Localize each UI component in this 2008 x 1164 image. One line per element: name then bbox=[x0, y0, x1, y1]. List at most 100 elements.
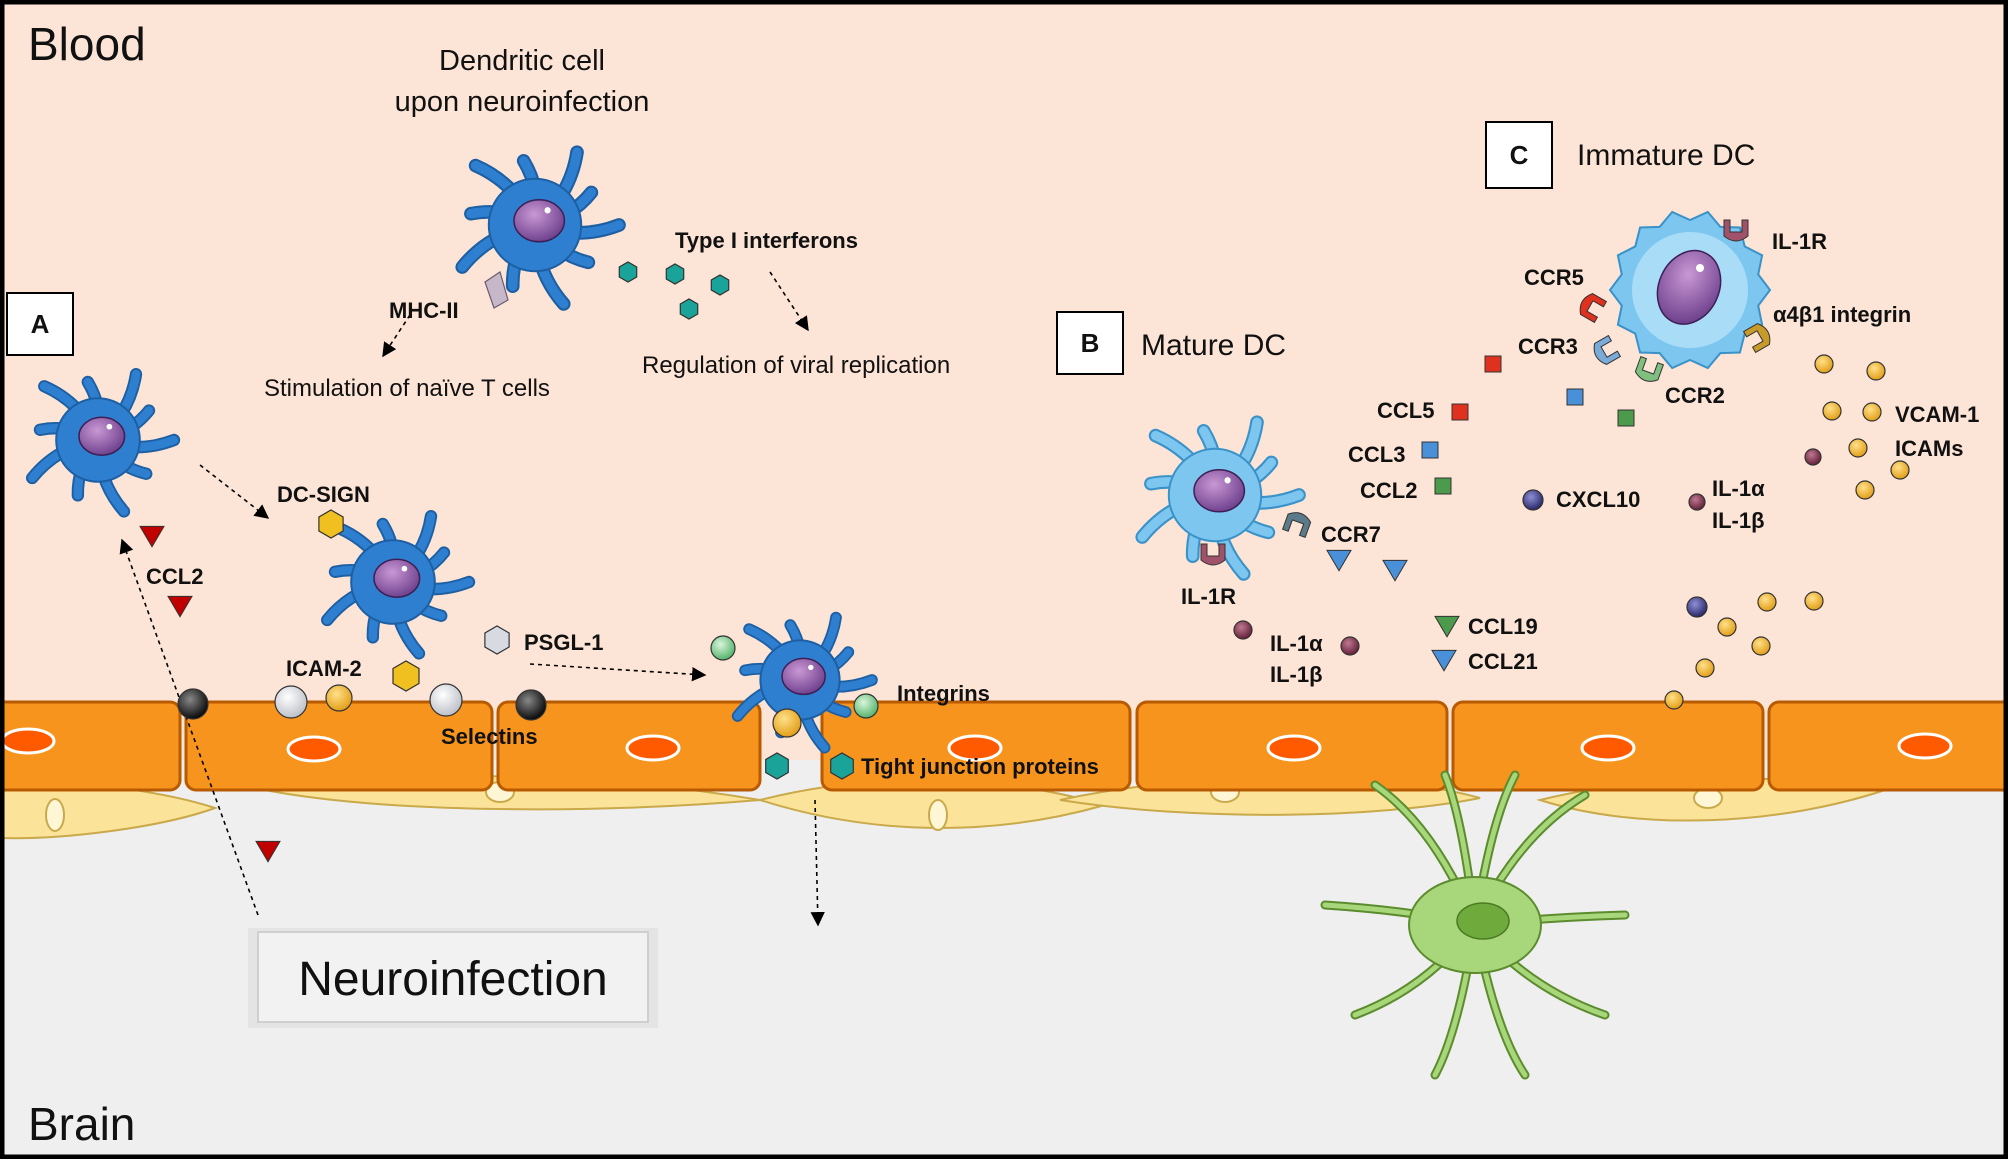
ccl2-square bbox=[1434, 477, 1452, 495]
ccl5-label: CCL5 bbox=[1377, 398, 1434, 423]
panel-c-letter: C bbox=[1510, 140, 1529, 170]
ccl2-triangle bbox=[167, 595, 193, 618]
ccl2-square bbox=[1617, 409, 1635, 427]
integrins-label: Integrins bbox=[897, 681, 990, 706]
selectin-ball bbox=[177, 688, 209, 720]
ccl21-triangle bbox=[1382, 559, 1408, 582]
ccl5-square bbox=[1484, 355, 1502, 373]
integrin-ball bbox=[853, 693, 879, 719]
vcam-icam-ball bbox=[1751, 636, 1771, 656]
il1-ball bbox=[1340, 636, 1360, 656]
ccl2-triangle bbox=[139, 525, 165, 548]
type1-ifn-label: Type I interferons bbox=[675, 228, 858, 253]
a4b1-label: α4β1 integrin bbox=[1773, 302, 1911, 327]
panel-b-box bbox=[1056, 311, 1124, 375]
ccl21-triangle bbox=[1326, 549, 1352, 572]
ccr3-label: CCR3 bbox=[1518, 334, 1578, 359]
interferon-hexagon bbox=[710, 274, 730, 296]
ccr2-receptor bbox=[1634, 355, 1665, 382]
regulation-label: Regulation of viral replication bbox=[642, 352, 950, 379]
a4b1-receptor bbox=[1742, 323, 1771, 354]
ccl2-b-label: CCL2 bbox=[1360, 478, 1417, 503]
panel-b-letter: B bbox=[1081, 328, 1100, 358]
panel-b-title: Mature DC bbox=[1141, 329, 1286, 362]
vcam-icam-ball bbox=[1804, 591, 1824, 611]
icam2-label: ICAM-2 bbox=[286, 656, 362, 681]
header-line1: Dendritic cell bbox=[439, 45, 605, 77]
ccr2-label: CCR2 bbox=[1665, 383, 1725, 408]
ccr7-label: CCR7 bbox=[1321, 522, 1381, 547]
il1b-b-label: IL-1β bbox=[1270, 662, 1323, 687]
dc-a2-cell bbox=[321, 510, 476, 660]
dc-sign-hexagon bbox=[318, 509, 344, 539]
tight-junction-hexagon bbox=[830, 752, 854, 780]
ccl2-triangle bbox=[255, 840, 281, 863]
vcam-icam-ball bbox=[1664, 690, 1684, 710]
brain-label: Brain bbox=[28, 1098, 135, 1150]
ccl21-label: CCL21 bbox=[1468, 649, 1538, 674]
integrin-ball bbox=[710, 635, 736, 661]
ccl3-label: CCL3 bbox=[1348, 442, 1405, 467]
neuroinfection-label: Neuroinfection bbox=[298, 953, 608, 1006]
panel-a-box bbox=[6, 292, 74, 356]
vcam1-label: VCAM-1 bbox=[1895, 402, 1979, 427]
icams-label: ICAMs bbox=[1895, 436, 1963, 461]
cell-group bbox=[26, 145, 1772, 1080]
dc-top-cell bbox=[455, 145, 626, 311]
il1a-c-label: IL-1α bbox=[1712, 476, 1765, 501]
ccl5-square bbox=[1451, 403, 1469, 421]
icam-hexagon bbox=[392, 660, 420, 692]
il1-ball bbox=[1233, 620, 1253, 640]
ccr7-receptor bbox=[1281, 512, 1312, 539]
immature-dc-cell bbox=[1608, 210, 1772, 370]
vcam-icam-ball bbox=[1862, 402, 1882, 422]
arrows bbox=[119, 271, 825, 927]
blood-compartment bbox=[0, 0, 2008, 760]
ccl3-square bbox=[1566, 388, 1584, 406]
interferon-hexagon bbox=[618, 261, 638, 283]
il1r-c-receptor bbox=[1723, 219, 1749, 242]
panel-c-title: Immature DC bbox=[1577, 139, 1755, 172]
vcam-icam-ball bbox=[1848, 438, 1868, 458]
il1r-b-label: IL-1R bbox=[1181, 584, 1236, 609]
mature-dc-cell bbox=[1135, 415, 1306, 581]
vcam-icam-ball bbox=[1855, 480, 1875, 500]
mhc2-receptor bbox=[484, 271, 509, 309]
blood-label: Blood bbox=[28, 18, 146, 70]
selectin-ball bbox=[515, 689, 547, 721]
vcam-icam-ball bbox=[1814, 354, 1834, 374]
cxcl10-label: CXCL10 bbox=[1556, 487, 1640, 512]
il1a-b-label: IL-1α bbox=[1270, 631, 1323, 656]
ccl19-label: CCL19 bbox=[1468, 614, 1538, 639]
psgl1-hexagon bbox=[484, 625, 510, 655]
stimulation-label: Stimulation of naïve T cells bbox=[264, 375, 550, 402]
ccl21-triangle bbox=[1431, 649, 1457, 672]
panel-a-letter: A bbox=[31, 309, 50, 339]
selectin-ball bbox=[429, 683, 463, 717]
il1-ball bbox=[1688, 493, 1706, 511]
il1r-receptor bbox=[1200, 543, 1226, 566]
integrin-ligand-ball bbox=[772, 708, 802, 738]
psgl1-label: PSGL-1 bbox=[524, 630, 603, 655]
neuroinfection-box bbox=[257, 931, 649, 1023]
dc-a1-cell bbox=[26, 368, 181, 518]
selectins-label: Selectins bbox=[441, 724, 538, 749]
vcam-icam-ball bbox=[1717, 617, 1737, 637]
mhc2-label: MHC-II bbox=[389, 298, 459, 323]
ccl19-triangle bbox=[1434, 615, 1460, 638]
ccr5-receptor bbox=[1579, 293, 1608, 324]
il1r-c-label: IL-1R bbox=[1772, 229, 1827, 254]
endothelial-nuclei bbox=[0, 727, 1953, 763]
vcam-icam-ball bbox=[1695, 658, 1715, 678]
vcam-icam-ball bbox=[1890, 460, 1910, 480]
icam2-ball bbox=[325, 684, 353, 712]
il1-ball bbox=[1804, 448, 1822, 466]
panel-c-box bbox=[1485, 121, 1553, 189]
dc-sign-label: DC-SIGN bbox=[277, 482, 370, 507]
ccr5-label: CCR5 bbox=[1524, 265, 1584, 290]
ccl2-a-label: CCL2 bbox=[146, 564, 203, 589]
dc-a3-cell bbox=[731, 611, 878, 754]
